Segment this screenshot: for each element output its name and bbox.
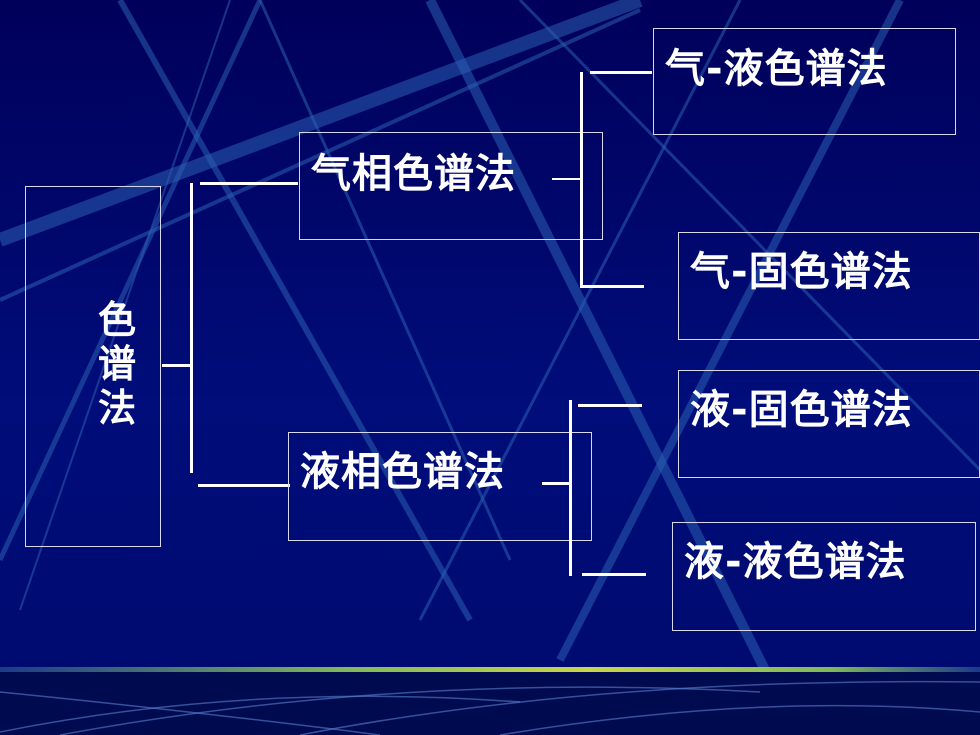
root-char-1: 色 <box>97 298 136 342</box>
connector-to-gas-liquid <box>590 71 652 74</box>
gas-branch-box <box>299 132 603 240</box>
footer-accent-line <box>0 667 980 672</box>
connector-root-stub <box>162 364 192 367</box>
connector-to-gas-solid <box>582 285 644 288</box>
connector-liquid-stub <box>542 482 570 485</box>
liquid-branch-box <box>288 432 592 541</box>
gas-liquid-box <box>653 28 956 135</box>
liquid-liquid-box <box>672 522 976 631</box>
root-char-3: 法 <box>97 386 136 430</box>
gas-liquid-label: 气-液色谱法 <box>665 46 888 92</box>
root-box <box>25 186 161 547</box>
connector-to-liquid-solid <box>578 404 642 407</box>
connector-to-liquid-liquid <box>582 573 646 576</box>
root-label: 色 谱 法 <box>95 298 139 430</box>
liquid-branch-label: 液相色谱法 <box>300 449 505 495</box>
connector-gas-vertical <box>580 72 583 288</box>
connector-gas-stub <box>552 178 582 180</box>
footer-decoration <box>0 680 980 735</box>
liquid-solid-label: 液-固色谱法 <box>690 387 913 433</box>
root-char-2: 谱 <box>97 342 136 386</box>
connector-root-vertical <box>190 183 193 473</box>
connector-liquid-vertical <box>569 400 572 576</box>
connector-to-liquid <box>198 484 290 487</box>
gas-branch-label: 气相色谱法 <box>311 151 516 197</box>
gas-solid-label: 气-固色谱法 <box>690 249 913 295</box>
liquid-liquid-label: 液-液色谱法 <box>684 539 907 585</box>
footer-band <box>0 672 980 735</box>
connector-to-gas <box>200 182 298 185</box>
